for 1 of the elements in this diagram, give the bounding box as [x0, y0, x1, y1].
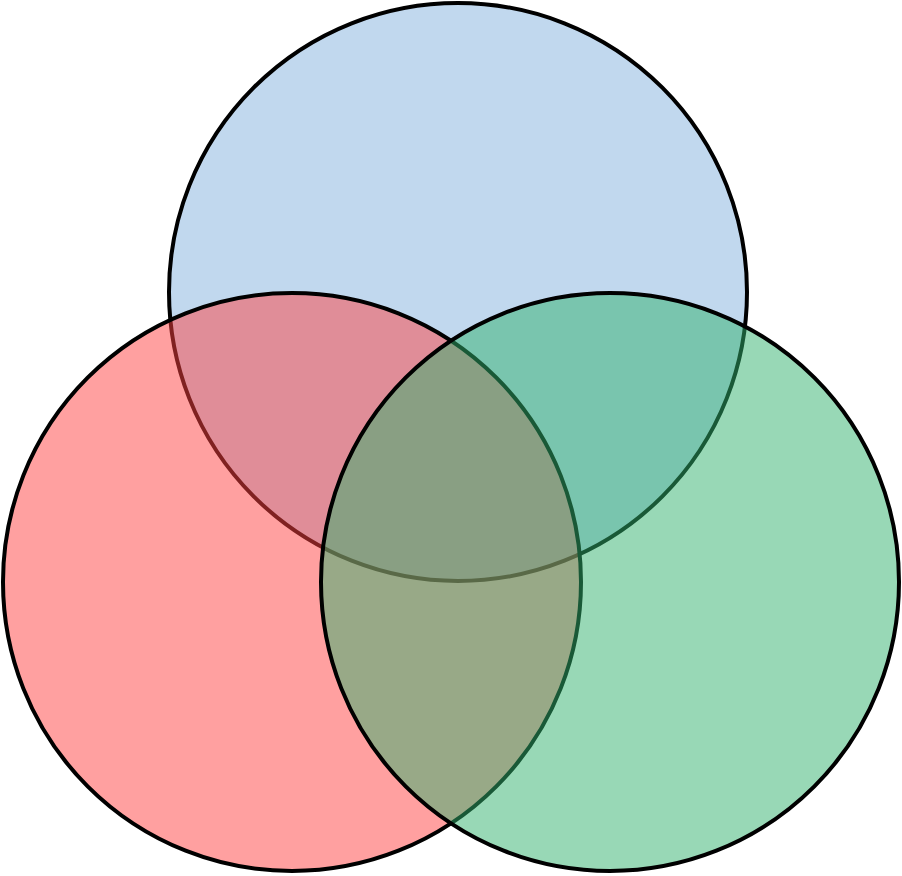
venn-circle: [319, 291, 901, 873]
